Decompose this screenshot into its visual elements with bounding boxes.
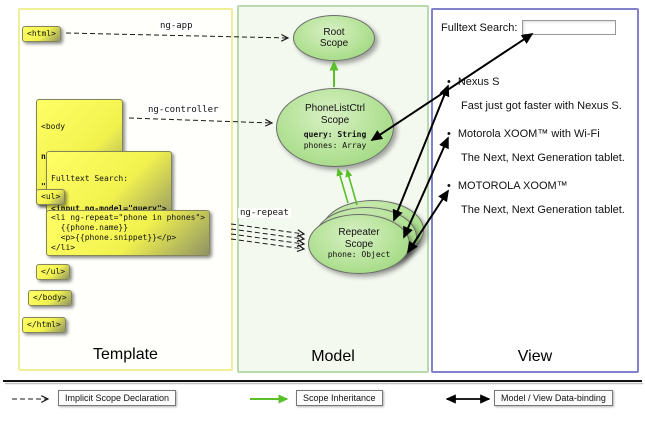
- list-item: •Nexus S Fast just got faster with Nexus…: [447, 76, 633, 112]
- repeater-scope-ellipse: Repeater Scope phone: Object: [308, 214, 410, 274]
- root-scope-title: Root Scope: [319, 26, 349, 50]
- list-item-title: •Nexus S: [447, 76, 500, 88]
- ng-app-label: ng-app: [158, 21, 195, 31]
- view-list: •Nexus S Fast just got faster with Nexus…: [447, 76, 633, 232]
- bullet-icon: •: [447, 76, 451, 88]
- search-label: Fulltext Search:: [441, 21, 518, 34]
- phonelistctrl-query-prop: query: String: [303, 130, 367, 140]
- phonelistctrl-phones-prop: phones: Array: [303, 141, 367, 150]
- view-search-row: Fulltext Search:: [441, 20, 617, 35]
- list-item-desc: The Next, Next Generation tablet.: [461, 152, 625, 164]
- fulltext-search-input[interactable]: [522, 20, 617, 35]
- repeater-scope-title: Repeater Scope: [338, 227, 380, 250]
- template-column-label: Template: [93, 346, 158, 363]
- list-item-desc: The Next, Next Generation tablet.: [461, 204, 625, 216]
- code-body-close: </body>: [28, 290, 72, 306]
- list-item: •MOTOROLA XOOM™ The Next, Next Generatio…: [447, 180, 633, 216]
- bullet-icon: •: [447, 128, 451, 140]
- model-column-label: Model: [311, 348, 355, 365]
- legend-binding-box: Model / View Data-binding: [494, 390, 613, 406]
- code-ul-close: </ul>: [36, 264, 71, 280]
- ng-controller-label: ng-controller: [146, 105, 221, 115]
- bullet-icon: •: [447, 180, 451, 192]
- list-item: •Motorola XOOM™ with Wi-Fi The Next, Nex…: [447, 128, 633, 164]
- phonelistctrl-scope-ellipse: PhoneListCtrl Scope query: String phones…: [276, 88, 394, 167]
- legend-implicit-box: Implicit Scope Declaration: [58, 390, 177, 406]
- ng-repeat-label: ng-repeat: [238, 208, 291, 218]
- code-li-ng-repeat: <li ng-repeat="phone in phones"> {{phone…: [46, 210, 211, 256]
- list-item-title: •MOTOROLA XOOM™: [447, 180, 568, 192]
- code-html-open: <html>: [22, 26, 61, 42]
- legend-separator: [3, 380, 643, 385]
- root-scope-ellipse: Root Scope: [293, 15, 375, 61]
- view-column-label: View: [517, 348, 553, 365]
- phonelistctrl-scope-title: PhoneListCtrl Scope: [304, 103, 366, 126]
- code-html-close: </html>: [22, 317, 66, 333]
- code-ul-open: <ul>: [36, 189, 66, 205]
- list-item-desc: Fast just got faster with Nexus S.: [461, 100, 622, 112]
- list-item-title: •Motorola XOOM™ with Wi-Fi: [447, 128, 600, 140]
- legend-inheritance-box: Scope Inheritance: [296, 390, 383, 406]
- repeater-phone-prop: phone: Object: [327, 250, 391, 260]
